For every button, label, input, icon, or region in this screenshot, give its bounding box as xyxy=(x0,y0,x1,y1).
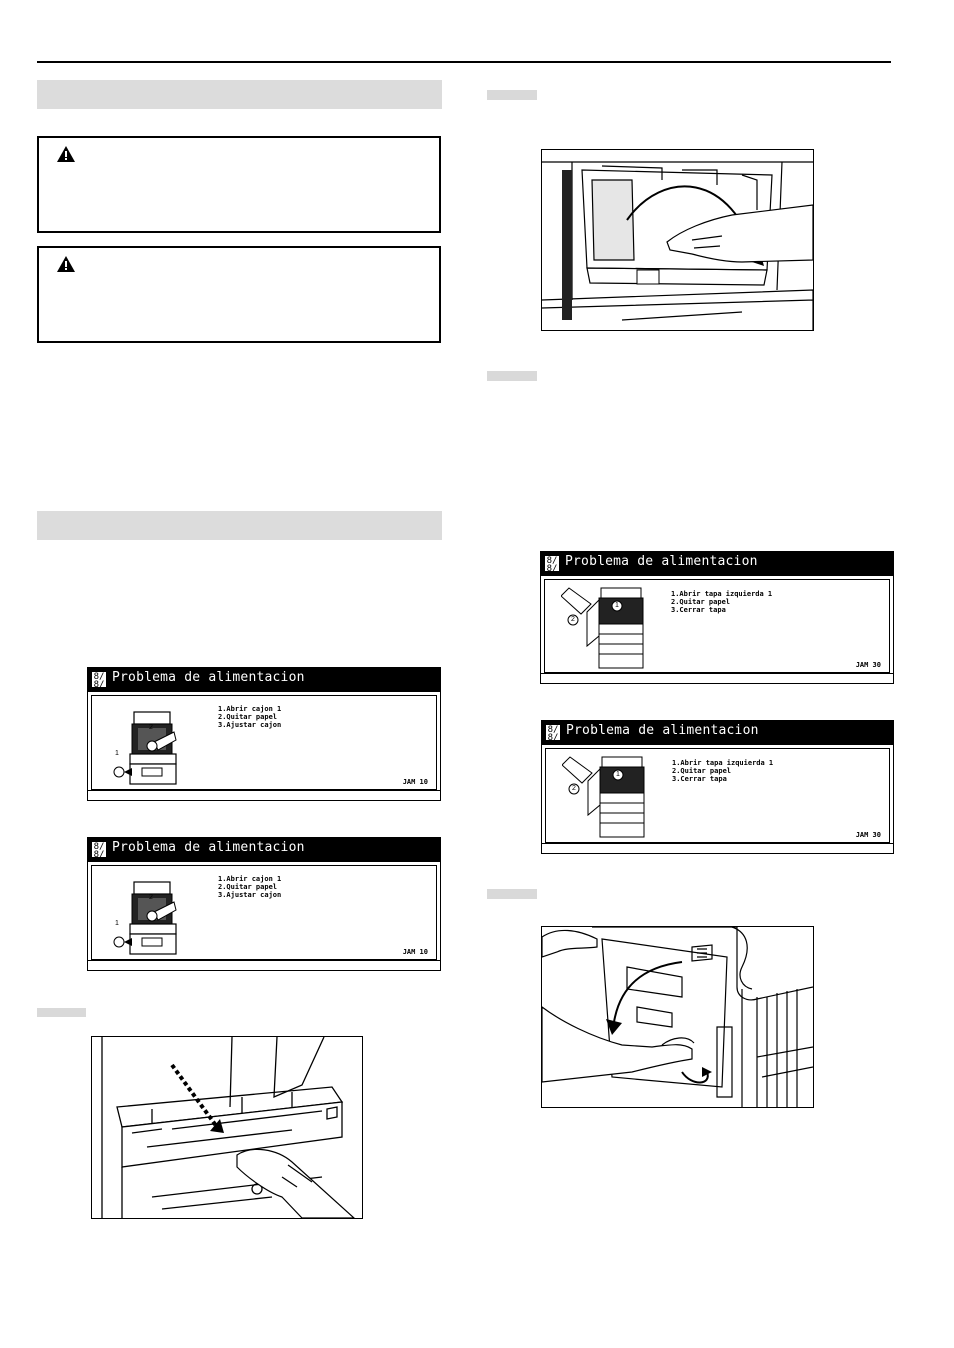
instruction-step: 1.Abrir tapa izquierda 1 xyxy=(672,759,774,767)
drawer-open-illustration xyxy=(91,1036,363,1219)
instruction-step: 3.Cerrar tapa xyxy=(672,775,727,783)
instruction-step: 1.Abrir tapa izquierda 1 xyxy=(671,590,773,598)
instruction-step: 2.Quitar papel xyxy=(672,767,732,775)
left-cover-drawing xyxy=(542,927,813,1107)
screen-body: 1 2 1.Abrir cajon 1 2.Quitar papel 3.Aju… xyxy=(91,865,437,960)
warning-triangle-icon xyxy=(57,256,75,272)
instruction-list: 1.Abrir cajon 1 2.Quitar papel 3.Ajustar… xyxy=(218,875,281,899)
step-tag-3 xyxy=(487,371,537,381)
callout-2: 2 xyxy=(149,894,153,901)
instruction-step: 1.Abrir cajon 1 xyxy=(218,875,282,883)
touch-panel-left-cover-jam-1: 8/8/ Problema de alimentacion 1 2 1.Abri… xyxy=(540,551,894,684)
touch-panel-drawer-jam-2: 8/8/ Problema de alimentacion 1 2 1.Abri… xyxy=(87,837,441,971)
jam-code: JAM 30 xyxy=(855,661,881,669)
instruction-list: 1.Abrir cajon 1 2.Quitar papel 3.Ajustar… xyxy=(218,705,281,729)
screen-footer xyxy=(541,673,893,683)
screen-body: 1 2 1.Abrir tapa izquierda 1 2.Quitar pa… xyxy=(544,579,890,673)
paper-jam-icon: 8/8/ xyxy=(544,555,560,574)
callout-2: 2 xyxy=(149,724,153,731)
instruction-step: 3.Ajustar cajon xyxy=(218,891,282,899)
header-rule xyxy=(37,61,891,63)
paper-jam-icon: 8/8/ xyxy=(91,671,107,690)
jam-code: JAM 10 xyxy=(402,948,428,956)
copier-side-illustration xyxy=(561,587,644,669)
warning-box-1 xyxy=(37,136,441,233)
callout-1: 1 xyxy=(115,750,119,757)
screen-footer xyxy=(88,960,440,970)
screen-body: 1 2 1.Abrir cajon 1 2.Quitar papel 3.Aju… xyxy=(91,695,437,790)
callout-2: 2 xyxy=(572,785,576,792)
screen-footer xyxy=(88,790,440,800)
instruction-list: 1.Abrir tapa izquierda 1 2.Quitar papel … xyxy=(671,590,772,614)
section-bar-1 xyxy=(37,80,442,109)
instruction-step: 3.Cerrar tapa xyxy=(671,606,726,614)
touch-panel-drawer-jam-1: 8/8/ Problema de alimentacion 1 2 1.Abri… xyxy=(87,667,441,801)
callout-2: 2 xyxy=(571,616,575,623)
section-bar-2 xyxy=(37,511,442,540)
screen-title: Problema de alimentacion xyxy=(112,670,305,685)
screen-footer xyxy=(542,843,893,853)
tray-drawing xyxy=(542,150,813,330)
instruction-list: 1.Abrir tapa izquierda 1 2.Quitar papel … xyxy=(672,759,773,783)
screen-header: 8/8/ Problema de alimentacion xyxy=(88,838,440,862)
screen-title: Problema de alimentacion xyxy=(566,723,759,738)
screen-title: Problema de alimentacion xyxy=(565,554,758,569)
screen-header: 8/8/ Problema de alimentacion xyxy=(541,552,893,576)
copier-illustration xyxy=(113,881,177,955)
step-tag-4 xyxy=(487,889,537,899)
paper-jam-icon: 8/8/ xyxy=(545,724,561,743)
instruction-step: 2.Quitar papel xyxy=(671,598,731,606)
step-tag-2 xyxy=(487,90,537,100)
copier-side-illustration xyxy=(562,756,645,838)
paper-jam-icon: 8/8/ xyxy=(91,841,107,860)
open-left-cover-illustration xyxy=(541,926,814,1108)
jam-code: JAM 10 xyxy=(402,778,428,786)
callout-1: 1 xyxy=(115,920,119,927)
warning-triangle-icon xyxy=(57,146,75,162)
remove-paper-illustration xyxy=(541,149,814,331)
drawer-drawing xyxy=(101,1037,355,1218)
touch-panel-left-cover-jam-2: 8/8/ Problema de alimentacion 1 2 1.Abri… xyxy=(541,720,894,854)
instruction-step: 3.Ajustar cajon xyxy=(218,721,282,729)
warning-box-2 xyxy=(37,246,441,343)
copier-illustration xyxy=(113,711,177,785)
instruction-step: 1.Abrir cajon 1 xyxy=(218,705,282,713)
screen-title: Problema de alimentacion xyxy=(112,840,305,855)
jam-code: JAM 30 xyxy=(855,831,881,839)
instruction-step: 2.Quitar papel xyxy=(218,883,278,891)
screen-header: 8/8/ Problema de alimentacion xyxy=(542,721,893,745)
instruction-step: 2.Quitar papel xyxy=(218,713,278,721)
callout-1: 1 xyxy=(615,602,619,609)
callout-1: 1 xyxy=(616,771,620,778)
screen-body: 1 2 1.Abrir tapa izquierda 1 2.Quitar pa… xyxy=(545,748,890,843)
step-tag-1 xyxy=(37,1008,86,1017)
screen-header: 8/8/ Problema de alimentacion xyxy=(88,668,440,692)
